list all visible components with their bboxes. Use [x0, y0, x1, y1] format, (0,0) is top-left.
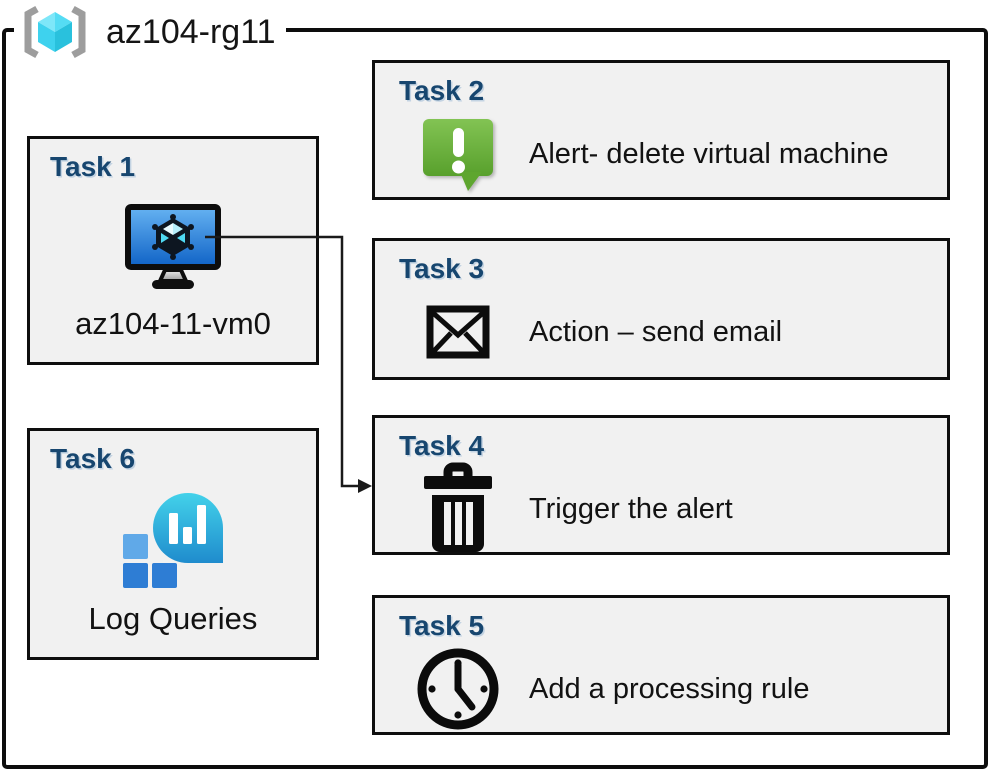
task6-label: Task 6	[50, 443, 136, 474]
task1-box: Task 1	[27, 136, 319, 365]
task4-text: Trigger the alert	[529, 492, 733, 525]
task3-text: Action – send email	[529, 315, 783, 348]
task2-label: Task 2	[399, 75, 485, 106]
resource-group-container	[2, 28, 988, 769]
email-icon	[415, 305, 501, 359]
virtual-machine-icon	[123, 185, 223, 306]
task3-box: Task 3 Action – send email	[372, 238, 950, 380]
task5-box: Task 5 Add a processing rule	[372, 595, 950, 735]
task6-text: Log Queries	[88, 601, 258, 636]
resource-group-name: az104-rg11	[106, 12, 276, 51]
task5-text: Add a processing rule	[529, 672, 810, 705]
task2-text: Alert- delete virtual machine	[529, 137, 889, 170]
task3-label: Task 3	[399, 253, 485, 284]
task1-text: az104-11-vm0	[75, 306, 271, 341]
resource-group-header: az104-rg11	[14, 2, 286, 62]
trash-icon	[415, 462, 501, 553]
task6-box: Task 6 Log Queries	[27, 428, 319, 660]
task1-label: Task 1	[50, 151, 136, 182]
clock-icon	[415, 646, 501, 732]
log-analytics-icon	[121, 477, 225, 601]
resource-group-icon	[18, 5, 92, 59]
task2-box: Task 2 Alert- delete virtual machine	[372, 60, 950, 200]
alert-icon	[415, 114, 501, 194]
task4-label: Task 4	[399, 430, 485, 461]
task5-label: Task 5	[399, 610, 485, 641]
task4-box: Task 4 Trigger the alert	[372, 415, 950, 555]
